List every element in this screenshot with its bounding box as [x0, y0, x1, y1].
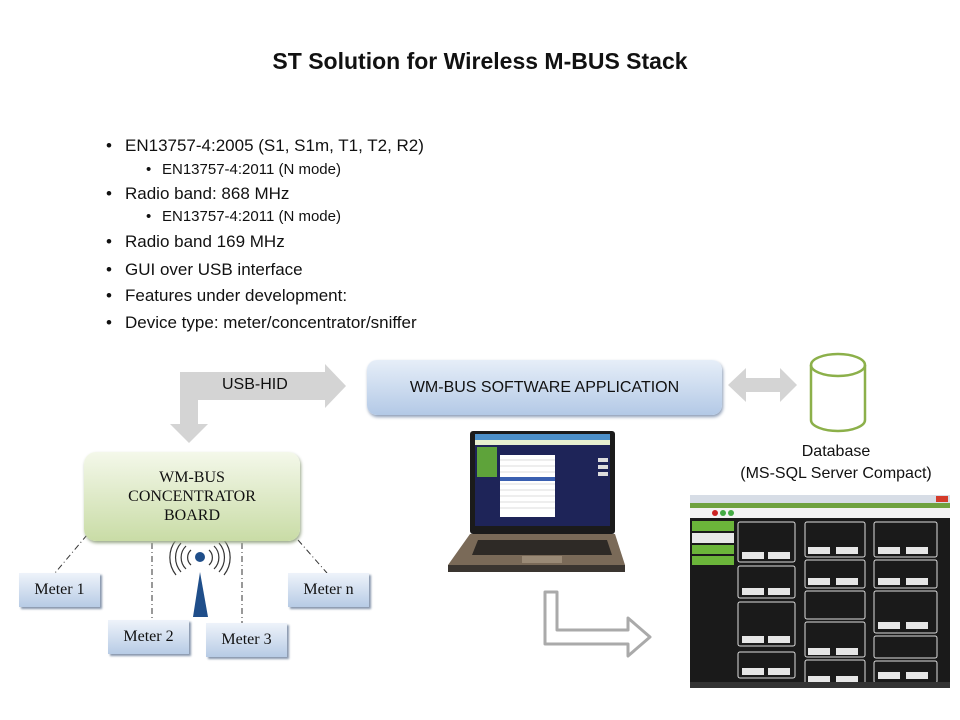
- bullet-text: Features under development:: [125, 286, 348, 305]
- concentrator-label-line: CONCENTRATOR: [128, 488, 256, 505]
- connection-lines: [54, 534, 328, 623]
- concentrator-board-box: WM-BUS CONCENTRATOR BOARD: [84, 452, 300, 541]
- sub-bullet-item: •EN13757-4:2011 (N mode): [146, 161, 341, 178]
- database-label: Database (MS-SQL Server Compact): [700, 441, 960, 485]
- wireless-antenna-icon: [169, 539, 231, 617]
- bullet-item: •Features under development:: [106, 286, 348, 305]
- bullet-text: GUI over USB interface: [125, 260, 303, 279]
- sub-bullet-item: •EN13757-4:2011 (N mode): [146, 208, 341, 225]
- database-subtitle: (MS-SQL Server Compact): [740, 465, 932, 482]
- usb-hid-arrow: [170, 364, 346, 443]
- bullet-text: Radio band 169 MHz: [125, 232, 285, 251]
- concentrator-label-line: BOARD: [163, 507, 220, 524]
- bullet-item: •GUI over USB interface: [106, 260, 303, 279]
- laptop-image: [448, 431, 625, 572]
- meter-3-box: Meter 3: [206, 623, 287, 657]
- bullet-item: •Radio band: 868 MHz: [106, 184, 290, 203]
- bullet-text: EN13757-4:2011 (N mode): [162, 161, 341, 178]
- database-icon: [809, 352, 867, 433]
- bullet-item: •Radio band 169 MHz: [106, 232, 285, 251]
- concentrator-label-line: WM-BUS: [159, 469, 225, 486]
- bullet-item: •Device type: meter/concentrator/sniffer: [106, 313, 417, 332]
- meter-label: Meter 3: [221, 631, 272, 648]
- software-application-label: WM-BUS SOFTWARE APPLICATION: [409, 378, 680, 396]
- meter-label: Meter 2: [123, 628, 174, 645]
- bullet-text: Radio band: 868 MHz: [125, 184, 290, 203]
- meter-label: Meter 1: [34, 581, 85, 598]
- usb-hid-label: USB-HID: [222, 376, 288, 393]
- gui-screenshot-image: [690, 495, 950, 688]
- software-application-box: WM-BUS SOFTWARE APPLICATION: [367, 360, 722, 415]
- bullet-text: Device type: meter/concentrator/sniffer: [125, 313, 417, 332]
- bullet-item: •EN13757-4:2005 (S1, S1m, T1, T2, R2): [106, 136, 424, 155]
- meter-1-box: Meter 1: [19, 573, 100, 607]
- slide-title: ST Solution for Wireless M-BUS Stack: [272, 48, 688, 74]
- bullet-text: EN13757-4:2005 (S1, S1m, T1, T2, R2): [125, 136, 424, 155]
- meter-n-box: Meter n: [288, 573, 369, 607]
- database-double-arrow: [728, 368, 797, 402]
- gui-pointer-arrow: [543, 590, 652, 658]
- database-title: Database: [801, 443, 871, 460]
- meter-2-box: Meter 2: [108, 620, 189, 654]
- bullet-text: EN13757-4:2011 (N mode): [162, 208, 341, 225]
- meter-label: Meter n: [303, 581, 354, 598]
